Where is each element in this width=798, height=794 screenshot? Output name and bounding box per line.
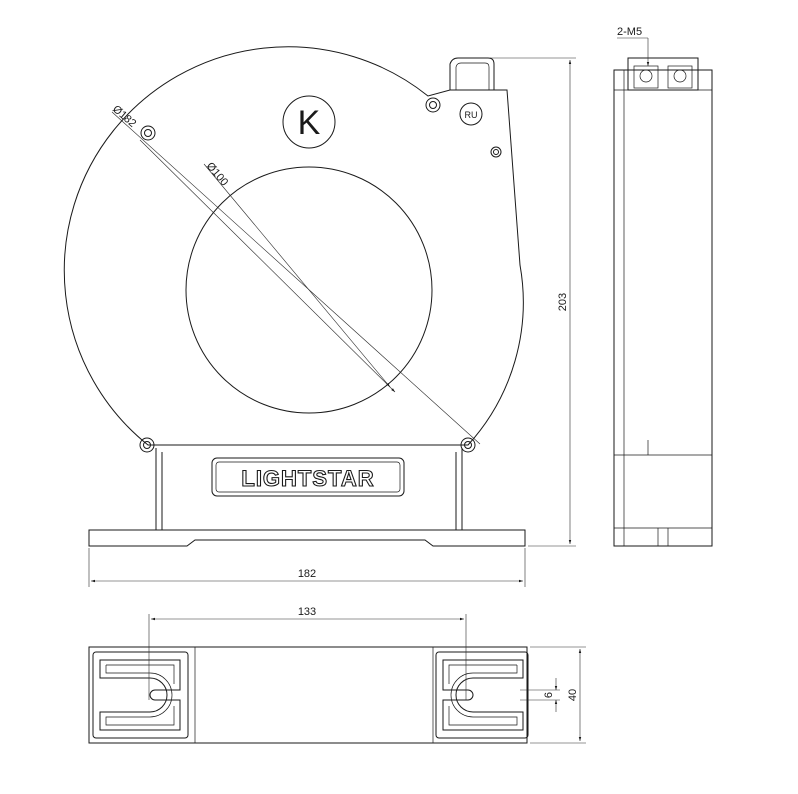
inner-diameter-leader [203,163,391,388]
side-terminal-block [627,57,699,91]
base-plate [88,529,526,547]
cert-mark: RU [465,110,478,120]
bottom-view: 133 6 40 [88,606,586,744]
hole-spacing-label: 133 [298,606,316,618]
mounting-hole-top-left [140,125,156,141]
depth-label: 40 [567,689,579,701]
slot-width-label: 6 [543,692,555,698]
front-view: K RU LIGHTSTAR Ø182 Ø100 203 182 [63,46,576,587]
bottom-slot-left [92,651,189,739]
cert-mark-circle [459,102,483,126]
k-mark-circle [282,95,336,149]
outer-ring-body [63,46,524,446]
bottom-slot-right [435,651,529,739]
stand-post-right [455,448,463,530]
height-label: 203 [557,293,569,311]
inner-diameter-label: Ø100 [204,160,230,188]
logo-plate [211,457,405,497]
terminal [449,57,495,90]
side-body [613,69,713,547]
mounting-hole-bottom-right [460,437,476,453]
terminal-label: 2-M5 [617,26,642,38]
outer-diameter-leader [111,111,481,445]
outer-diameter-label: Ø182 [110,103,138,130]
inner-hole [185,166,433,414]
brand-logo: LIGHTSTAR [241,466,374,491]
mounting-hole-bottom-left [139,437,155,453]
bottom-body [88,646,528,744]
k-mark: K [298,104,321,142]
stand-post-left [155,448,163,530]
mounting-hole-right [490,146,502,158]
side-view: 2-M5 [613,26,713,547]
width-label: 182 [298,568,316,580]
mounting-hole-top-right [425,97,441,113]
